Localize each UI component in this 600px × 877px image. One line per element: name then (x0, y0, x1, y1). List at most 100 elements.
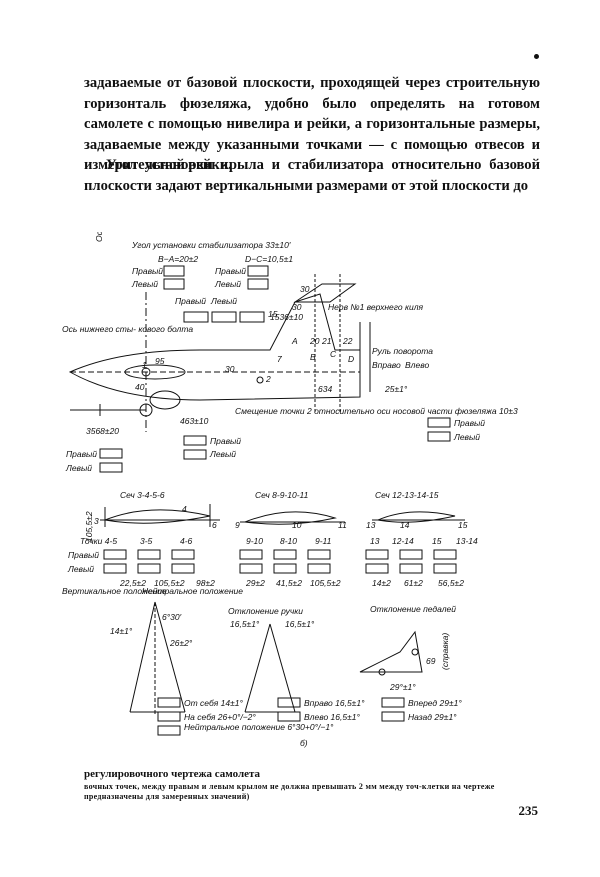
svg-text:56,5±2: 56,5±2 (438, 578, 464, 588)
pedal-diagram: 29°±1° 69 (справка) (359, 630, 450, 692)
svg-text:11: 11 (338, 520, 347, 530)
stabilizer (293, 283, 357, 303)
figure-note: вочных точек, между правым и левым крыло… (84, 782, 495, 801)
svg-text:12-14: 12-14 (392, 536, 414, 546)
svg-text:Правый: Правый (68, 550, 99, 560)
svg-text:29±2: 29±2 (245, 578, 265, 588)
svg-text:30: 30 (300, 284, 310, 294)
svg-text:Правый: Правый (66, 449, 97, 459)
section-entry-boxes (103, 549, 457, 574)
stab-ba: B−A=20±2 (158, 254, 198, 264)
svg-text:13-14: 13-14 (456, 536, 478, 546)
svg-text:D: D (348, 354, 354, 364)
svg-text:Левый: Левый (65, 463, 92, 473)
svg-text:22,5±2: 22,5±2 (119, 578, 146, 588)
svg-text:61±2: 61±2 (404, 578, 423, 588)
svg-text:Правый: Правый (454, 418, 485, 428)
svg-text:9: 9 (235, 520, 240, 530)
svg-text:15: 15 (268, 309, 278, 319)
svg-text:20: 20 (309, 336, 320, 346)
svg-text:Сеч 3-4-5-6: Сеч 3-4-5-6 (120, 490, 165, 500)
svg-text:15: 15 (458, 520, 468, 530)
svg-text:Нейтральное положение: Нейтральное положение (142, 586, 243, 596)
svg-text:21: 21 (321, 336, 332, 346)
svg-text:6°30′: 6°30′ (162, 612, 182, 622)
section-labels: 105,5±2 3 4 6 9 10 11 13 14 15 Точки 4-5… (80, 504, 478, 546)
svg-text:Влево 16,5±1°: Влево 16,5±1° (304, 712, 360, 722)
stab-dc: D−C=10,5±1 (245, 254, 293, 264)
svg-text:Левый: Левый (453, 432, 480, 442)
svg-text:69: 69 (426, 656, 436, 666)
svg-text:105,5±2: 105,5±2 (310, 578, 341, 588)
dim-labels: 30 15 30 95 40 30 20 21 7 22 634 A B C D… (135, 284, 354, 394)
entry-box (247, 278, 269, 290)
entry-box (239, 311, 265, 323)
svg-text:10: 10 (292, 520, 302, 530)
to-right: Вправо (372, 360, 401, 370)
shift-note: Смещение точки 2 относительно оси носово… (235, 406, 518, 416)
svg-text:13: 13 (366, 520, 376, 530)
label-right: Правый (210, 436, 241, 446)
svg-text:Назад 29±1°: Назад 29±1° (408, 712, 457, 722)
svg-text:15: 15 (432, 536, 442, 546)
entry-box (163, 278, 185, 290)
axis-bolt-label: Ось нижнего сты- кового болта (62, 324, 193, 334)
svg-text:3: 3 (94, 516, 99, 526)
label-left: Левый (209, 449, 236, 459)
label-left: Левый (214, 279, 241, 289)
label-right: Правый (215, 266, 246, 276)
page-number: 235 (518, 803, 539, 818)
section-2: Сеч 8-9-10-11 (240, 490, 345, 525)
svg-text:9-11: 9-11 (315, 536, 332, 546)
svg-text:29°±1°: 29°±1° (389, 682, 416, 692)
svg-text:13: 13 (370, 536, 380, 546)
svg-text:98±2: 98±2 (196, 578, 215, 588)
svg-text:26±2°: 26±2° (169, 638, 193, 648)
svg-text:Вертикальное положение: Вертикальное положение (62, 586, 167, 596)
point-1 (141, 367, 151, 377)
axis-sp13: Ось шп №13 (94, 232, 104, 242)
svg-text:30: 30 (292, 302, 302, 312)
dim-3568: 3568±20 (86, 426, 119, 436)
svg-text:14: 14 (400, 520, 410, 530)
svg-text:40: 40 (135, 382, 145, 392)
svg-text:Нейтральное положение 6°30+0°/: Нейтральное положение 6°30+0°/−1° (184, 722, 334, 732)
svg-text:От себя 14±1°: От себя 14±1° (184, 698, 243, 708)
svg-text:634: 634 (318, 384, 332, 394)
bottom-values: 22,5±2 105,5±2 98±2 29±2 41,5±2 105,5±2 … (119, 578, 464, 588)
svg-text:14±1°: 14±1° (110, 626, 133, 636)
svg-text:2: 2 (265, 374, 271, 384)
svg-text:95: 95 (155, 356, 165, 366)
svg-text:6: 6 (212, 520, 217, 530)
svg-text:22: 22 (342, 336, 353, 346)
svg-text:105,5±2: 105,5±2 (84, 511, 94, 542)
fuselage-outline (68, 293, 361, 401)
point-2 (256, 376, 264, 384)
svg-text:105,5±2: 105,5±2 (154, 578, 185, 588)
svg-text:1: 1 (142, 360, 147, 370)
svg-text:B: B (310, 352, 316, 362)
figure-letter: б) (300, 738, 308, 748)
svg-text:41,5±2: 41,5±2 (276, 578, 302, 588)
to-left: Влево (405, 360, 429, 370)
stab-title: Угол установки стабилизатора 33±10′ (131, 240, 291, 250)
svg-text:Вправо 16,5±1°: Вправо 16,5±1° (304, 698, 365, 708)
entry-box (247, 265, 269, 277)
keel-label: Нерв №1 верхнего киля (328, 302, 423, 312)
label-right: Правый (132, 266, 163, 276)
label-right: Правый (175, 296, 206, 306)
svg-text:8-10: 8-10 (280, 536, 297, 546)
stick-fan-1: 14±1° 26±2° (110, 601, 193, 714)
svg-text:Отклонение педалей: Отклонение педалей (370, 604, 456, 614)
rudder-label: Руль поворота (372, 346, 433, 356)
svg-text:4-6: 4-6 (180, 536, 193, 546)
svg-text:30: 30 (225, 364, 235, 374)
deflection-legend: От себя 14±1° На себя 26+0°/−2° Нейтраль… (157, 697, 462, 748)
aircraft-rigging-drawing: Угол установки стабилизатора 33±10′ B−A=… (62, 232, 518, 748)
section-3: Сеч 12-13-14-15 (372, 490, 465, 523)
svg-text:14±2: 14±2 (372, 578, 391, 588)
svg-text:Точки 4-5: Точки 4-5 (80, 536, 117, 546)
svg-text:9-10: 9-10 (246, 536, 263, 546)
svg-text:4: 4 (182, 504, 187, 514)
svg-text:Левый: Левый (67, 564, 94, 574)
